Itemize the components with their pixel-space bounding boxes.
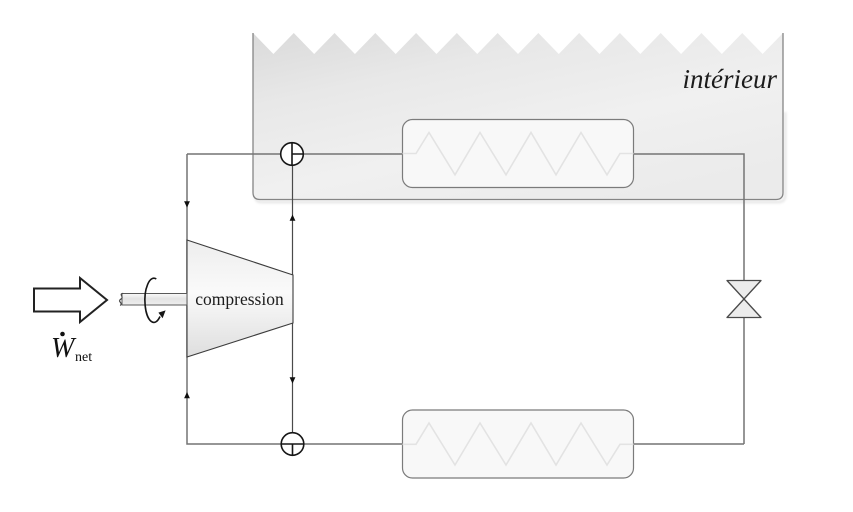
svg-text:intérieur: intérieur (683, 64, 778, 94)
svg-text:compression: compression (195, 289, 284, 309)
svg-text:net: net (75, 350, 92, 365)
svg-text:W: W (51, 333, 77, 364)
